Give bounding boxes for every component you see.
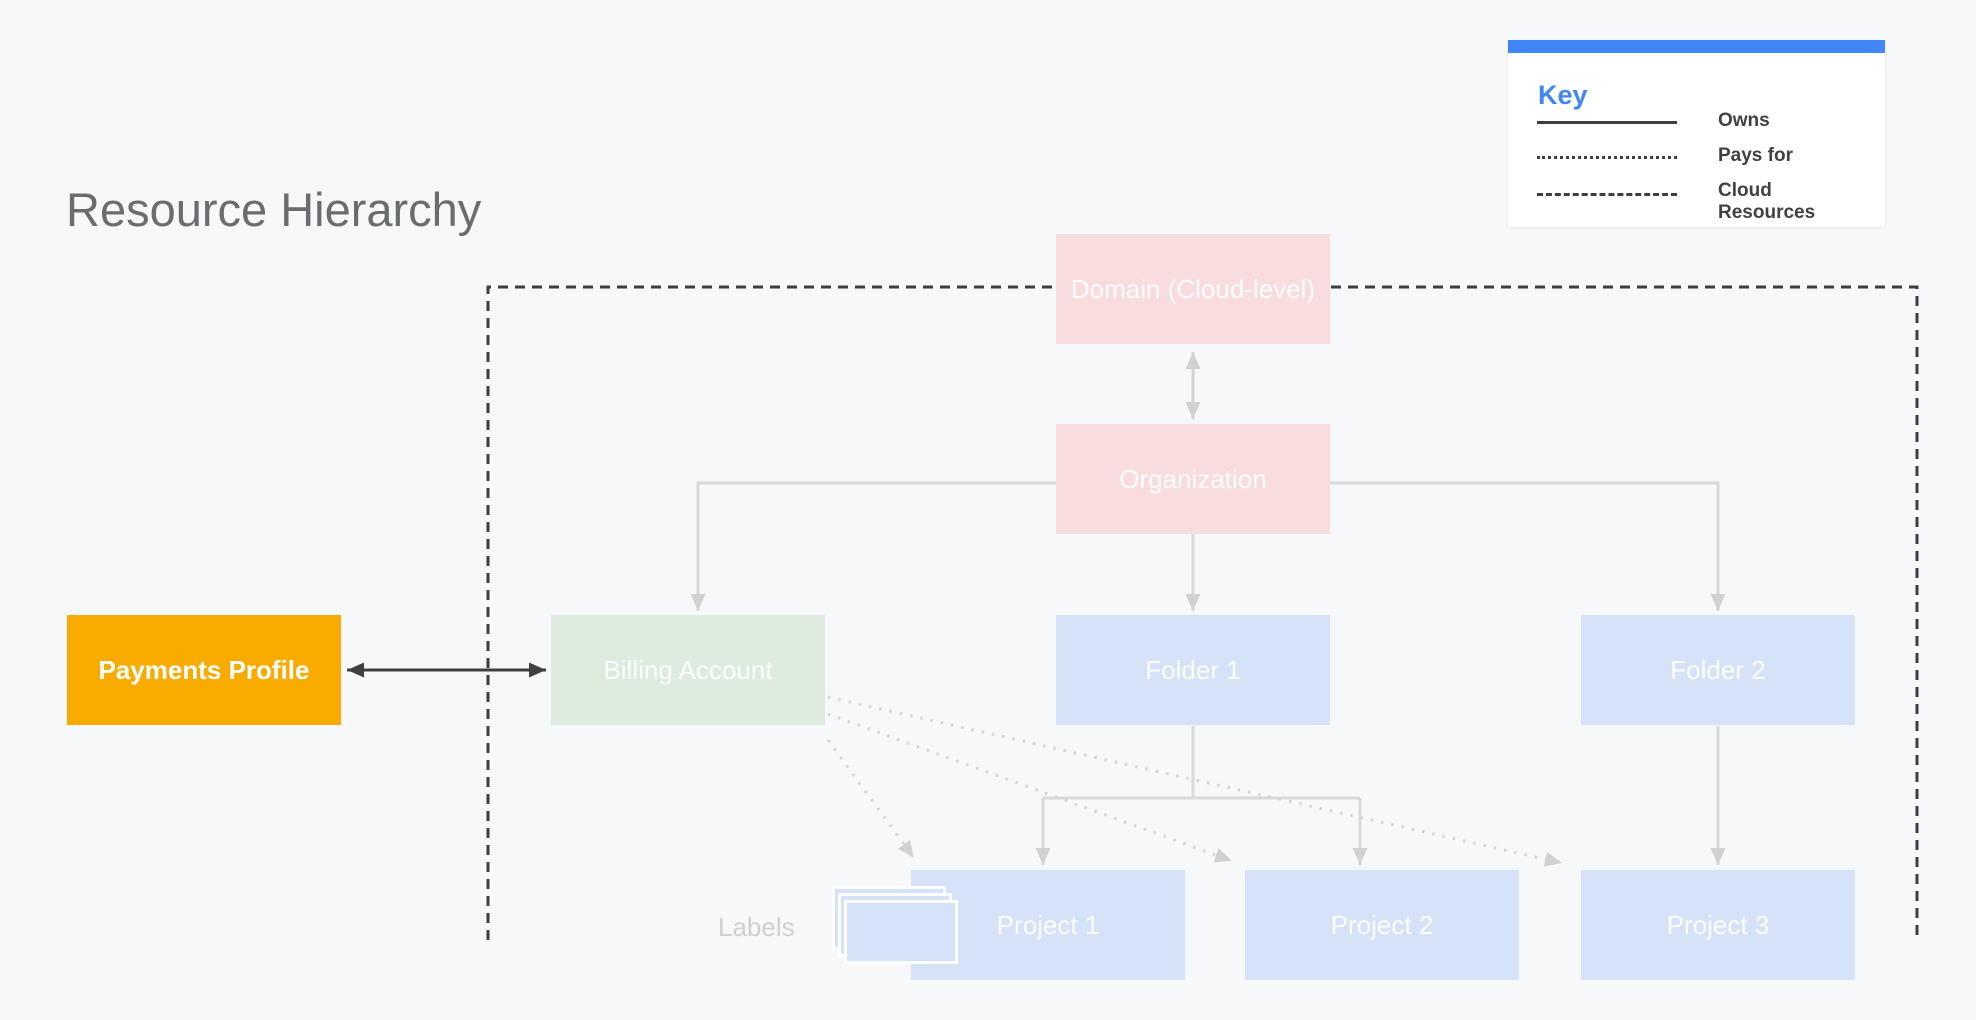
node-project-3: Project 3	[1581, 870, 1855, 980]
node-folder-2-label: Folder 2	[1670, 654, 1766, 685]
owns-line-sample	[1537, 121, 1677, 124]
legend-accent-bar	[1508, 40, 1885, 53]
pays-for-line-sample	[1537, 156, 1677, 159]
node-folder-2: Folder 2	[1581, 615, 1855, 725]
node-project-3-label: Project 3	[1666, 909, 1770, 940]
legend-label-cloud-resources: Cloud Resources	[1718, 180, 1816, 223]
labels-stack-icon	[832, 886, 962, 968]
node-domain-label: Domain (Cloud-level)	[1070, 273, 1316, 304]
page-title: Resource Hierarchy	[66, 183, 482, 236]
node-project-1-label: Project 1	[996, 909, 1100, 940]
node-domain: Domain (Cloud-level)	[1056, 234, 1330, 344]
node-payments-profile: Payments Profile	[67, 615, 341, 725]
node-folder-1-label: Folder 1	[1145, 654, 1241, 685]
legend: Key Owns Pays for Cloud Resources	[1508, 40, 1885, 227]
node-organization: Organization	[1056, 424, 1330, 534]
edge-organization-folder2	[1330, 481, 1726, 611]
node-organization-label: Organization	[1119, 463, 1267, 494]
label-card-front-icon	[844, 900, 958, 964]
legend-label-owns: Owns	[1718, 110, 1770, 131]
legend-title: Key	[1538, 80, 1588, 110]
node-billing-account-label: Billing Account	[603, 654, 773, 685]
legend-label-pays-for: Pays for	[1718, 145, 1793, 166]
node-project-2-label: Project 2	[1330, 909, 1434, 940]
node-payments-profile-label: Payments Profile	[98, 654, 310, 685]
node-folder-1: Folder 1	[1056, 615, 1330, 725]
edge-organization-billing	[690, 481, 1056, 611]
cloud-resources-line-sample	[1537, 193, 1677, 196]
labels-caption: Labels	[718, 912, 795, 942]
node-project-2: Project 2	[1245, 870, 1519, 980]
cloud-resources-boundary	[486, 285, 1919, 940]
edge-billing-project1-paysfor	[826, 739, 916, 859]
node-billing-account: Billing Account	[551, 615, 825, 725]
edge-billing-project2-paysfor	[827, 712, 1233, 863]
